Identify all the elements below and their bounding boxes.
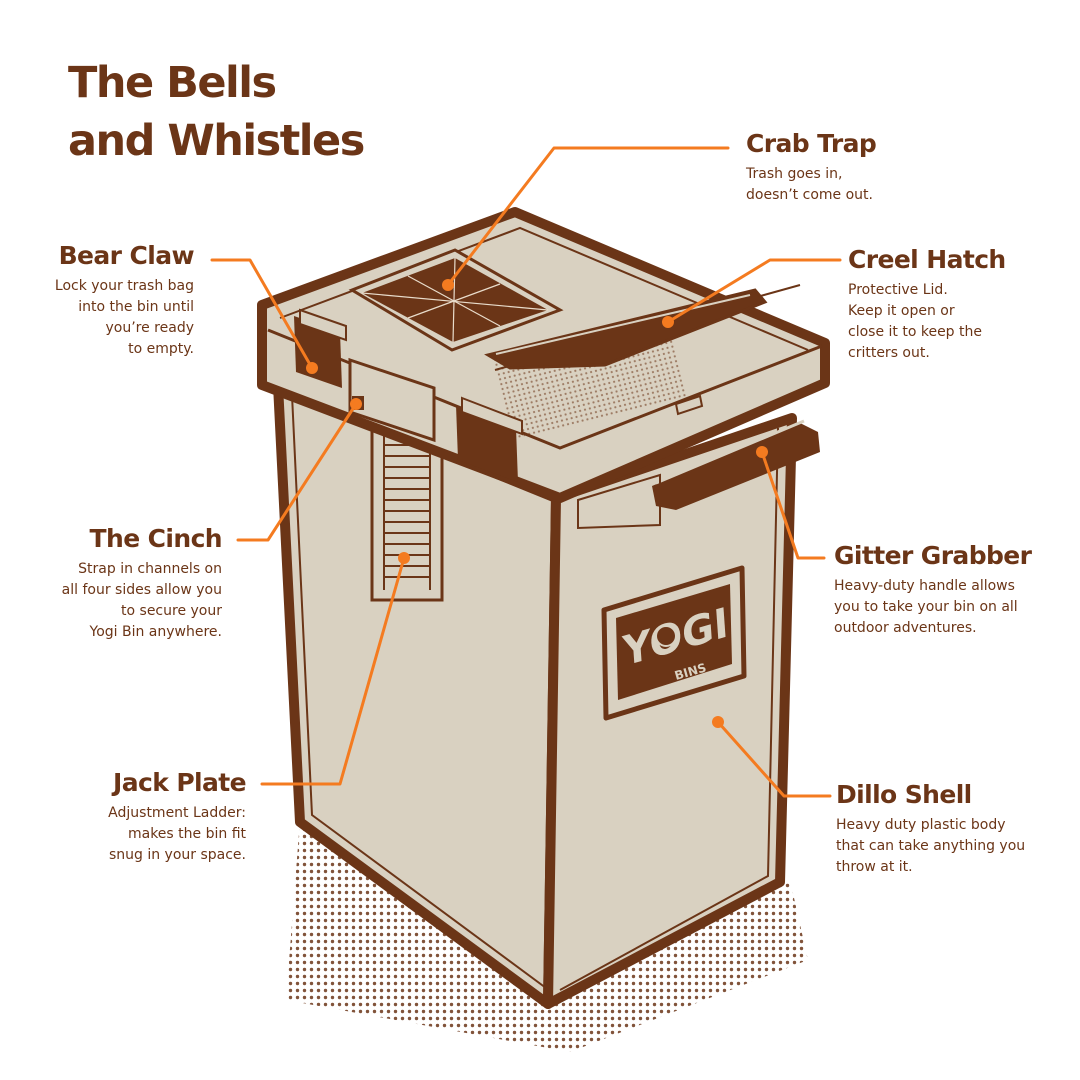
callout-the-cinch: The Cinch Strap in channels on all four …: [10, 523, 223, 643]
callout-crab-trap-desc: Trash goes in, doesn’t come out.: [746, 166, 873, 203]
leader-the-cinch: [236, 402, 358, 542]
callout-jack-plate-name: Jack Plate: [113, 768, 247, 797]
leader-crab-trap: [446, 146, 730, 287]
callout-gitter-grabber: Gitter Grabber Heavy-duty handle allows …: [834, 540, 1074, 639]
callout-creel-hatch-name: Creel Hatch: [848, 245, 1006, 274]
callout-creel-hatch: Creel Hatch Protective Lid. Keep it open…: [848, 244, 1068, 364]
callout-crab-trap: Crab Trap Trash goes in, doesn’t come ou…: [746, 128, 1046, 206]
dillo-shell-body: [273, 380, 797, 1009]
callout-creel-hatch-desc: Protective Lid. Keep it open or close it…: [848, 282, 982, 361]
callout-bear-claw-desc: Lock your trash bag into the bin until y…: [54, 278, 194, 357]
page-title: The Bells and Whistles: [68, 54, 365, 170]
leader-gitter-grabber: [760, 450, 826, 560]
leader-creel-hatch: [666, 258, 842, 324]
callout-the-cinch-desc: Strap in channels on all four sides allo…: [61, 561, 222, 640]
callout-dillo-shell: Dillo Shell Heavy duty plastic body that…: [836, 779, 1076, 878]
title-line-1: The Bells: [68, 58, 277, 108]
leader-jack-plate: [260, 556, 406, 786]
bear-claw-clips: [294, 308, 523, 482]
leader-dots: [306, 279, 768, 728]
creel-hatch: [484, 288, 768, 370]
title-line-2: and Whistles: [68, 116, 365, 166]
leader-dillo-shell: [716, 720, 832, 798]
gitter-grabber-handle: [577, 419, 820, 530]
callout-crab-trap-name: Crab Trap: [746, 129, 877, 158]
crab-trap: [348, 248, 564, 352]
callout-bear-claw-name: Bear Claw: [58, 241, 195, 270]
callout-the-cinch-name: The Cinch: [89, 524, 223, 553]
callout-gitter-grabber-name: Gitter Grabber: [834, 541, 1032, 570]
callout-dillo-shell-name: Dillo Shell: [836, 780, 972, 809]
callout-dillo-shell-desc: Heavy duty plastic body that can take an…: [836, 817, 1026, 875]
floor-shadow: [286, 820, 808, 1052]
leader-lines: [210, 146, 842, 798]
bear-face-icon: [655, 625, 677, 647]
callout-bear-claw: Bear Claw Lock your trash bag into the b…: [20, 240, 195, 360]
yogi-logo: YOGI BINS: [601, 565, 747, 721]
callout-jack-plate: Jack Plate Adjustment Ladder: makes the …: [20, 767, 246, 866]
callout-gitter-grabber-desc: Heavy-duty handle allows you to take you…: [834, 578, 1018, 636]
leader-bear-claw: [210, 258, 314, 370]
callout-jack-plate-desc: Adjustment Ladder: makes the bin fit snu…: [108, 805, 246, 863]
